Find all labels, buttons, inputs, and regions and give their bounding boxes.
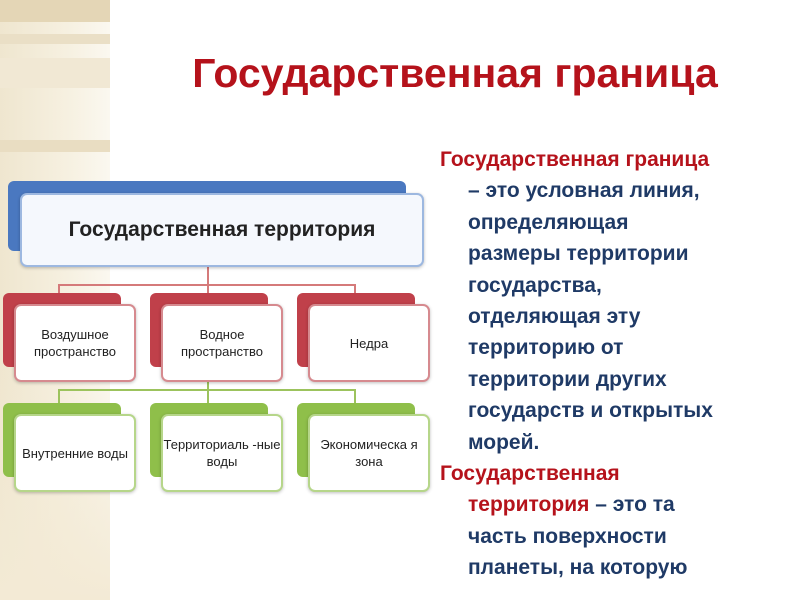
- definition-line: территорию от: [468, 336, 624, 360]
- definition-line: часть поверхности: [468, 524, 667, 548]
- definition-term: территория: [468, 493, 590, 517]
- connector-line: [58, 284, 60, 294]
- definition-line: размеры территории: [468, 242, 689, 266]
- definition-line: определяющая: [468, 210, 629, 234]
- decor-band: [0, 34, 110, 44]
- definition-territory: Государственная территория – это та част…: [440, 458, 800, 584]
- definition-line: государств и открытых: [468, 399, 713, 423]
- definition-term-line: Государственная граница: [440, 144, 800, 175]
- definition-border: Государственная граница – это условная л…: [440, 144, 800, 458]
- node-label: Внутренние воды: [14, 414, 136, 492]
- node-label: Воздушное пространство: [14, 304, 136, 382]
- connector-line: [207, 379, 209, 391]
- decor-band: [0, 0, 110, 22]
- connector-line: [354, 389, 356, 403]
- page-title: Государственная граница: [192, 50, 718, 96]
- definition-term-line: Государственная: [440, 458, 800, 489]
- definition-line: планеты, на которую: [468, 556, 688, 580]
- definition-line: отделяющая эту: [468, 305, 641, 329]
- definition-dash: –: [595, 493, 607, 517]
- definitions-text: Государственная граница – это условная л…: [440, 144, 800, 584]
- decor-band: [0, 140, 110, 152]
- node-label: Недра: [308, 304, 430, 382]
- connector-line: [207, 389, 209, 403]
- connector-line: [58, 389, 60, 403]
- definition-term: Государственная граница: [440, 148, 710, 171]
- connector-line: [207, 284, 209, 294]
- decor-band: [0, 58, 110, 88]
- connector-line: [354, 284, 356, 294]
- definition-dash: –: [468, 179, 480, 203]
- definition-term: Государственная: [440, 462, 620, 486]
- definition-text: это условная линия,: [485, 179, 700, 203]
- definition-line: государства,: [468, 273, 602, 297]
- node-label: Территориаль -ные воды: [161, 414, 283, 492]
- definition-line: морей.: [468, 430, 540, 454]
- connector-line: [207, 264, 209, 286]
- node-label: Водное пространство: [161, 304, 283, 382]
- definition-line: – это условная линия,: [440, 175, 800, 206]
- definition-text: это та: [612, 493, 675, 517]
- definition-line: территория – это та: [440, 489, 800, 520]
- root-box-label: Государственная территория: [20, 193, 424, 267]
- node-label: Экономическа я зона: [308, 414, 430, 492]
- definition-line: территории других: [468, 367, 667, 391]
